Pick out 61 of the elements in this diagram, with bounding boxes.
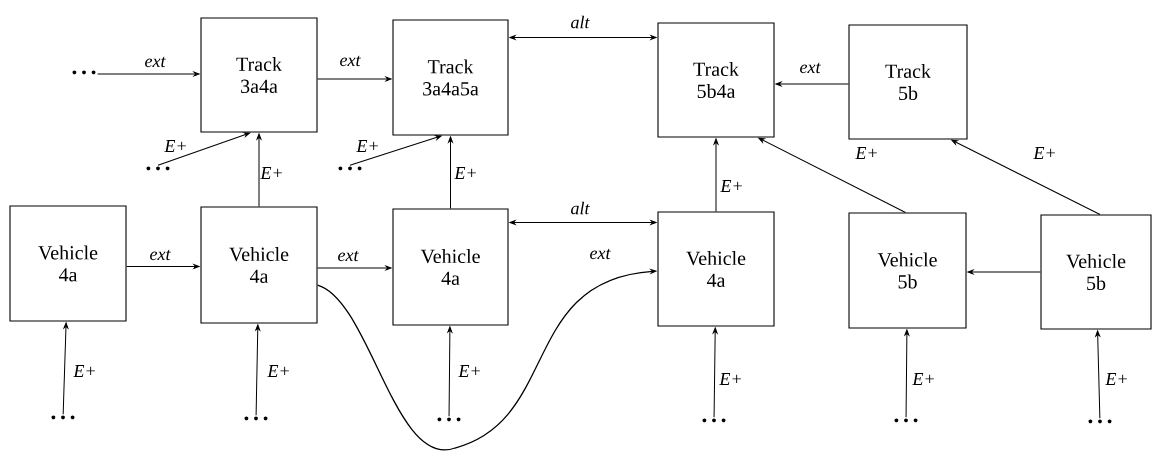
track-box: Track 3a4a bbox=[200, 17, 318, 133]
ellipsis-text: • • • bbox=[51, 415, 75, 420]
edge-label: E+ bbox=[267, 365, 289, 377]
vehicle-box: Vehicle 4a bbox=[200, 206, 318, 324]
edge-label: ext bbox=[590, 248, 611, 260]
arrow bbox=[256, 133, 262, 207]
edge-label: alt bbox=[571, 201, 590, 215]
vehicle-box: Vehicle 4a bbox=[392, 208, 509, 326]
vehicle-box: Vehicle 5b bbox=[848, 212, 967, 329]
track-box: Track 3a4a5a bbox=[392, 19, 509, 136]
arrow bbox=[509, 220, 657, 225]
vehicle-box: Vehicle 4a bbox=[657, 211, 775, 327]
ellipsis-text: • • • bbox=[702, 418, 726, 423]
edge-label: ext bbox=[338, 250, 359, 262]
arrow bbox=[951, 139, 1101, 215]
ellipsis-text: • • • bbox=[72, 70, 96, 75]
ellipsis-text: • • • bbox=[244, 416, 268, 421]
edge-label: E+ bbox=[855, 147, 877, 159]
arrow bbox=[447, 326, 453, 417]
edge-label: ext bbox=[340, 55, 361, 67]
arrow bbox=[317, 76, 392, 82]
edge-label: alt bbox=[571, 15, 590, 29]
edge-label: E+ bbox=[458, 365, 480, 377]
ellipsis-text: • • • bbox=[1088, 419, 1112, 424]
edge-label: E+ bbox=[73, 365, 95, 377]
track-box: Track 5b4a bbox=[657, 22, 775, 138]
arrow bbox=[317, 265, 392, 271]
edge-label: E+ bbox=[1033, 147, 1055, 159]
edge-label: E+ bbox=[912, 373, 934, 385]
edge-label: E+ bbox=[260, 167, 282, 179]
edge-label: ext bbox=[150, 249, 171, 261]
ellipsis-text: • • • bbox=[894, 418, 918, 423]
edge-label: E+ bbox=[720, 180, 742, 192]
edge-label: E+ bbox=[719, 373, 741, 385]
arrow bbox=[157, 132, 251, 166]
arrow bbox=[62, 322, 69, 415]
track-box: Track 5b bbox=[848, 24, 968, 140]
edge-label: E+ bbox=[164, 140, 186, 152]
edge-label: ext bbox=[145, 56, 166, 68]
ellipsis-text: • • • bbox=[338, 166, 362, 171]
arrow bbox=[448, 136, 453, 209]
arrow bbox=[712, 327, 718, 418]
edge-label: E+ bbox=[1105, 373, 1127, 385]
edge-label: ext bbox=[800, 62, 821, 74]
vehicle-box: Vehicle 5b bbox=[1040, 214, 1152, 330]
arrow bbox=[509, 35, 657, 40]
edge-label: E+ bbox=[454, 167, 476, 179]
edge-label: E+ bbox=[356, 140, 378, 152]
arrow bbox=[97, 71, 200, 77]
arrow bbox=[713, 138, 719, 212]
arrow bbox=[758, 137, 906, 213]
ellipsis-text: • • • bbox=[437, 417, 461, 422]
ellipsis-text: • • • bbox=[146, 166, 170, 171]
arrow bbox=[967, 269, 1041, 275]
arrow bbox=[1095, 330, 1101, 419]
arrow bbox=[126, 264, 200, 269]
arrow bbox=[904, 329, 910, 418]
vehicle-box: Vehicle 4a bbox=[9, 205, 127, 322]
arrow bbox=[775, 81, 849, 87]
arrow bbox=[349, 135, 442, 166]
arrow bbox=[255, 324, 261, 416]
